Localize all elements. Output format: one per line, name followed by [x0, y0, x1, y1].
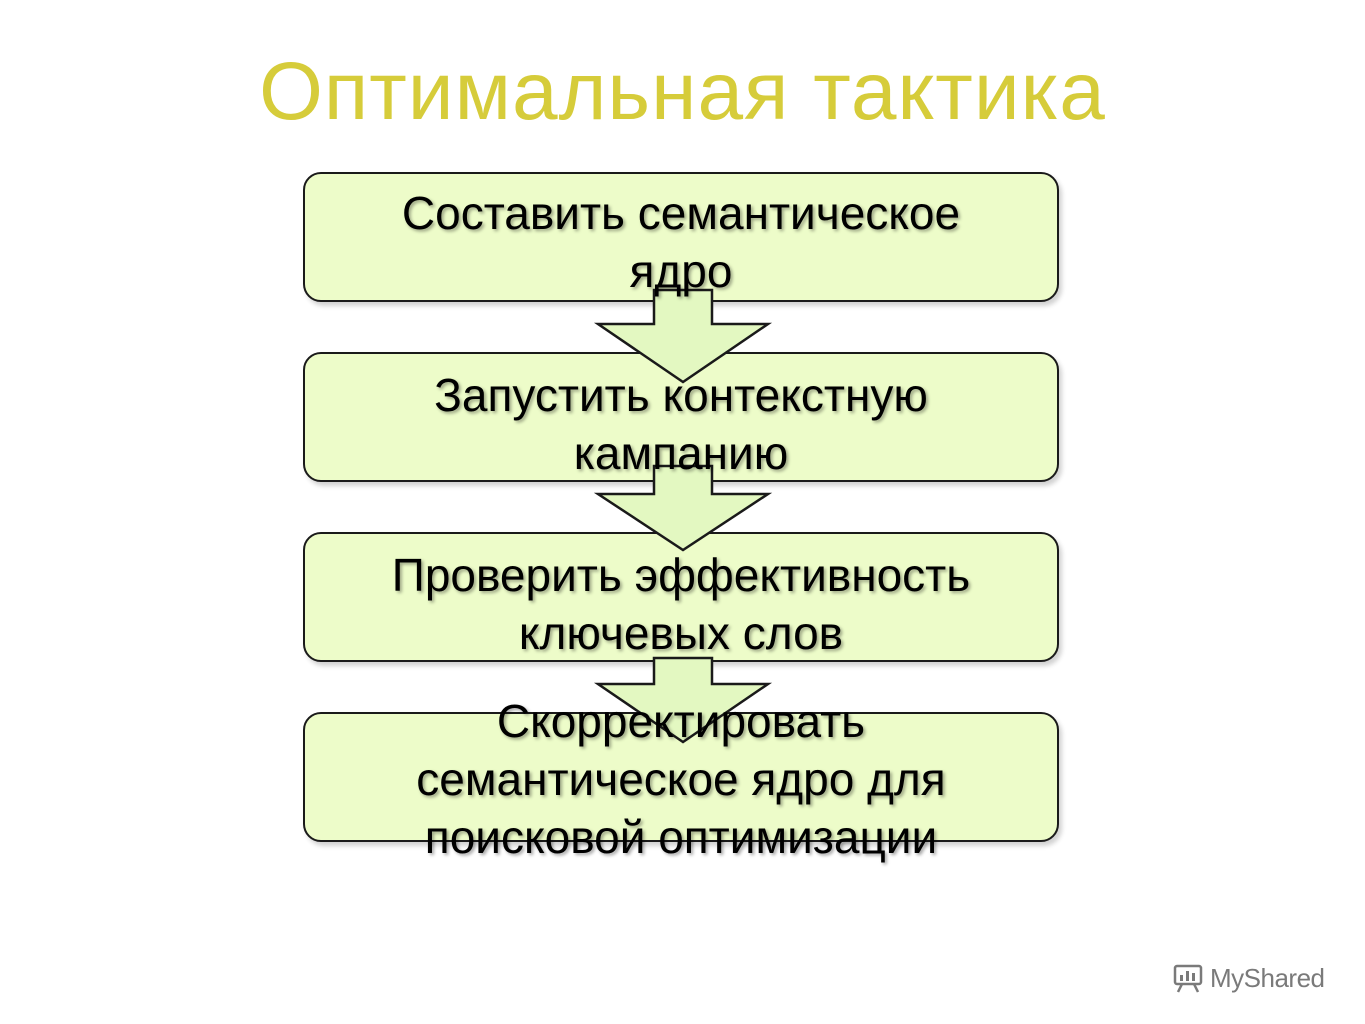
step-box-check-keywords: Проверить эффективность ключевых слов — [303, 532, 1059, 662]
step-text: Запустить контекстную кампанию — [434, 369, 928, 479]
step-text: Проверить эффективность ключевых слов — [391, 549, 971, 659]
step-box-launch-campaign: Запустить контекстную кампанию — [303, 352, 1059, 482]
slide-title: Оптимальная тактика — [259, 46, 1106, 137]
arrow-down-icon — [593, 288, 773, 384]
arrow-down-icon — [593, 656, 773, 744]
presentation-board-icon — [1173, 964, 1203, 993]
watermark-text: MyShared — [1210, 962, 1325, 993]
step-box-adjust-core: Скорректировать семантическое ядро для п… — [303, 695, 1059, 863]
step-text: Скорректировать семантическое ядро для п… — [416, 695, 946, 863]
watermark: MyShared — [1172, 962, 1325, 994]
arrow-down-icon — [593, 464, 773, 552]
step-text: Составить семантическое ядро — [401, 187, 961, 297]
step-box-compose-core: Составить семантическое ядро — [303, 172, 1059, 302]
